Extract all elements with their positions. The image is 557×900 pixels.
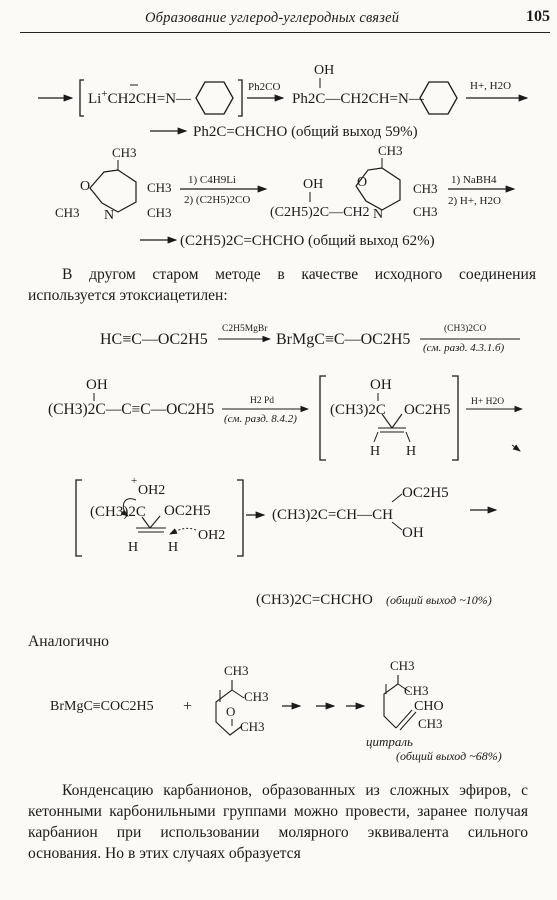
ch3-label: CH3 [244, 689, 269, 704]
arrow-label: C2H5MgBr [222, 324, 268, 334]
oxonium-label: OH2 [138, 483, 165, 498]
ch3-label: CH3 [390, 658, 415, 673]
ch3-label: CH3 [378, 143, 403, 158]
h-label: H [406, 444, 416, 459]
h-label: H [128, 540, 138, 555]
product-main: (CH3)2C=CH—CH [272, 507, 393, 523]
water-label: OH2 [198, 528, 225, 543]
paragraph-ethoxyacetylene: В другом старом методе в качестве исходн… [28, 266, 536, 304]
result: (CH3)2C=CHCHO [256, 592, 373, 608]
product-chain: (C2H5)2C—CH2 [270, 205, 370, 220]
compound-name: цитраль [366, 734, 413, 749]
arrow-label: (CH3)2CO [444, 323, 486, 334]
result: (C2H5)2C=CHCHO (общий выход 62%) [180, 233, 435, 249]
ch3-label: CH3 [413, 181, 438, 196]
ring-n: N [373, 207, 383, 222]
ethoxy: OC2H5 [402, 485, 449, 501]
scheme-5: OH2 + (CH3)2C OC2H5 H H OH2 (CH3)2C=CH—C… [75, 475, 498, 557]
paragraph-condensation: Конденсацию карбанионов, образованных из… [28, 782, 528, 862]
ch3-label: CH3 [224, 663, 249, 678]
scheme-3: HC≡C—OC2H5 C2H5MgBr BrMgC≡C—OC2H5 (CH3)2… [100, 323, 520, 354]
arrow-label: 2) (C2H5)2CO [184, 194, 250, 206]
product-oh: OH [314, 63, 334, 78]
cyclohexyl-ring [195, 81, 234, 115]
oh-label: OH [370, 377, 392, 393]
page-number: 105 [526, 8, 550, 25]
ring-o: O [357, 175, 367, 190]
arrow-label: H+, H2O [470, 80, 511, 92]
reactant: HC≡C—OC2H5 [100, 331, 208, 348]
aldehyde-label: CHO [414, 699, 444, 714]
scheme-7: BrMgC≡COC2H5 + CH3 CH3 O CH3 CH3 CH3 CHO… [50, 658, 502, 763]
ch3-label: CH3 [404, 683, 429, 698]
dimethylcarbinol: (CH3)2C [90, 504, 146, 520]
arrow-label: Ph2CO [248, 81, 280, 93]
ethoxy: OC2H5 [404, 402, 451, 418]
section-reference: (см. разд. 8.4.2) [224, 413, 297, 425]
scheme-6: (CH3)2C=CHCHO (общий выход ~10%) [256, 592, 492, 608]
ketone-chain [215, 680, 243, 736]
running-title: Образование углерод-углеродных связей [145, 10, 400, 26]
ch3-label: CH3 [112, 145, 137, 160]
intermediate: BrMgC≡C—OC2H5 [276, 331, 410, 348]
yield-note: (общий выход ~10%) [386, 593, 492, 607]
ch3-label: CH3 [418, 716, 443, 731]
arrow-label: 1) C4H9Li [188, 174, 236, 186]
oh-label: OH [402, 525, 424, 541]
paragraph-analogously: Аналогично [28, 633, 109, 650]
product-oh: OH [303, 177, 323, 192]
page-header: Образование углерод-углеродных связей 10… [20, 4, 550, 33]
result: Ph2C=CHCHO (общий выход 59%) [193, 124, 418, 140]
alkyne: (CH3)2C—C≡C—OC2H5 [48, 401, 215, 418]
positive-charge: + [131, 475, 137, 487]
arrow-label: H2 Pd [250, 396, 274, 406]
dimethylcarbinol: (CH3)2C [330, 402, 386, 418]
ch3-label: CH3 [147, 180, 172, 195]
ketone-o: O [226, 704, 235, 719]
ring-o: O [80, 179, 90, 194]
oxazine-ring [89, 169, 137, 213]
ch3-label: CH3 [147, 205, 172, 220]
product-chain: Ph2C—CH2CH=N— [292, 91, 425, 107]
arrow-label: 1) NaBH4 [451, 174, 497, 186]
h-label: H [168, 540, 178, 555]
scheme-4: OH (CH3)2C—C≡C—OC2H5 H2 Pd (см. разд. 8.… [48, 375, 524, 461]
ring-n: N [104, 208, 114, 223]
arrow-label: H+ H2O [471, 397, 504, 407]
citral-chain [383, 675, 399, 729]
arrow-label: 2) H+, H2O [448, 195, 501, 207]
scheme-1: Li+CH2CH=N— Ph2CO OH Ph2C—CH2CH=N— H+, H… [38, 63, 529, 140]
plus-sign: + [183, 698, 192, 715]
ch3-label: CH3 [413, 204, 438, 219]
oh-label: OH [86, 377, 108, 393]
svg-text:Li+CH2CH=N—: Li+CH2CH=N— [88, 88, 192, 107]
ch3-label: CH3 [55, 205, 80, 220]
yield-note: (общий выход ~68%) [396, 749, 502, 763]
oxazine-ring [355, 167, 401, 211]
reagent: BrMgC≡COC2H5 [50, 699, 154, 714]
section-reference: (см. разд. 4.3.1.б) [423, 342, 505, 354]
reagent-chain: CH2CH=N— [108, 91, 192, 107]
ethoxy: OC2H5 [164, 503, 211, 519]
scheme-2: CH3 O N CH3 CH3 CH3 1) C4H9Li 2) (C2H5)2… [55, 143, 516, 249]
h-label: H [370, 444, 380, 459]
cyclohexyl-ring [419, 81, 458, 115]
ch3-label: CH3 [240, 719, 265, 734]
reagent-charge: + [101, 88, 107, 100]
reagent-li: Li [88, 91, 101, 107]
